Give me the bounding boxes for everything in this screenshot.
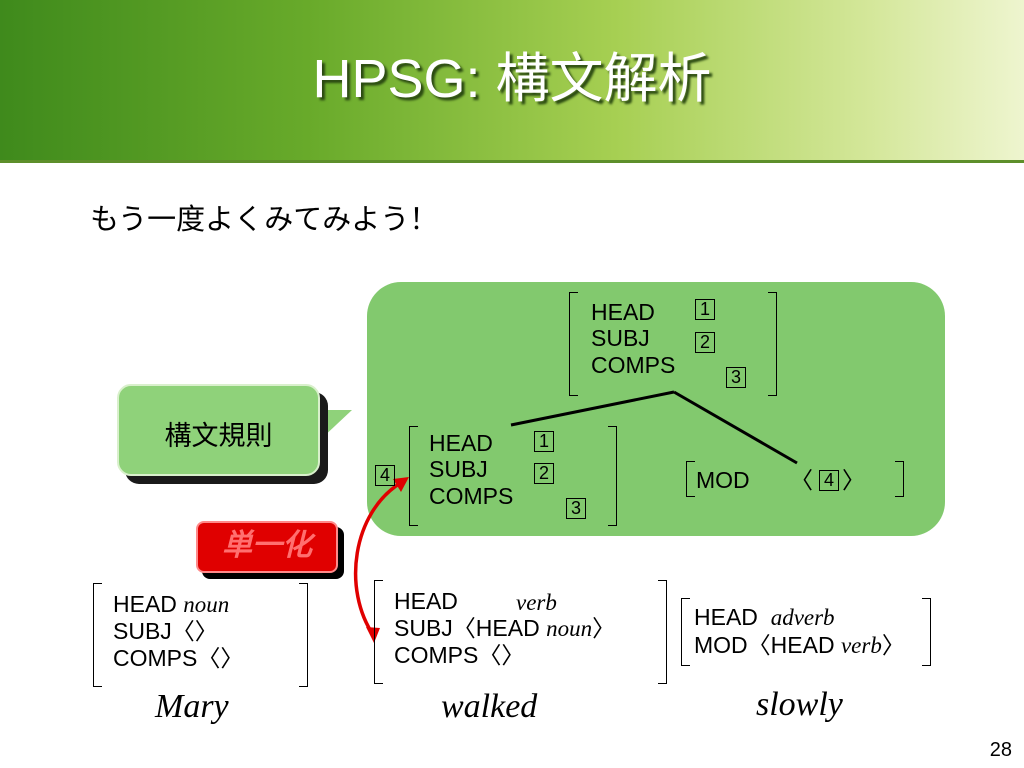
daughter-comps-tag: 3 (566, 498, 586, 519)
grammar-rule-callout: 構文規則 (117, 384, 320, 476)
parent-subj-label: SUBJ (591, 325, 650, 351)
left-bracket (569, 292, 578, 396)
tree-branch-left (510, 390, 675, 427)
lexicon-walked-avm: HEAD verb SUBJ〈HEAD noun〉 COMPS〈〉 (374, 580, 667, 684)
slowly-mod-label: MOD〈HEAD (694, 632, 835, 658)
arrowhead-bottom-icon (366, 627, 380, 643)
right-bracket (299, 583, 308, 687)
left-bracket (681, 598, 690, 666)
phrase-structure-box (367, 282, 945, 536)
daughter-head-tag: 1 (534, 431, 554, 452)
mary-comps-line: COMPS〈〉 (113, 645, 244, 671)
word-walked: walked (441, 688, 538, 725)
slide-title: HPSG: 構文解析 (312, 49, 712, 109)
daughter-head-label: HEAD (429, 430, 493, 456)
daughter-comps-label: COMPS (429, 483, 514, 509)
walked-subj-label: SUBJ〈HEAD (394, 615, 540, 641)
word-mary: Mary (155, 688, 229, 725)
walked-subj-value: noun (546, 616, 593, 641)
right-bracket (608, 426, 617, 526)
parent-comps-label: COMPS (591, 352, 676, 378)
unification-label: 単一化 (222, 528, 312, 563)
mod-close-angle: 〉 (842, 467, 865, 493)
title-banner: HPSG: 構文解析 (0, 0, 1024, 163)
mary-head-label: HEAD (113, 591, 177, 617)
left-bracket (374, 580, 383, 684)
right-bracket (658, 580, 667, 684)
slowly-head-label: HEAD (694, 604, 758, 630)
walked-head-label: HEAD (394, 588, 458, 614)
lexicon-slowly-avm: HEAD adverb MOD〈HEAD verb〉 (681, 598, 931, 666)
mod-open-angle: 〈 (790, 467, 813, 493)
slowly-mod-line: MOD〈HEAD verb〉 (694, 632, 905, 659)
mary-subj-line: SUBJ〈〉 (113, 618, 218, 644)
page-number: 28 (989, 739, 1012, 761)
walked-comps-line: COMPS〈〉 (394, 642, 525, 668)
left-bracket (686, 461, 695, 497)
lexicon-mary-avm: HEAD noun SUBJ〈〉 COMPS〈〉 (93, 583, 308, 687)
parent-head-tag: 1 (695, 299, 715, 320)
daughter-subj-tag: 2 (534, 463, 554, 484)
right-bracket (922, 598, 931, 666)
word-slowly: slowly (756, 686, 843, 723)
parent-comps-tag: 3 (726, 367, 746, 388)
slide-subtitle: もう一度よくみてみよう！ (90, 202, 439, 236)
right-bracket (895, 461, 904, 497)
slowly-head-value: adverb (770, 605, 835, 630)
walked-subj-line: SUBJ〈HEAD noun〉 (394, 615, 615, 642)
slowly-head-line: HEAD adverb (694, 604, 835, 631)
head-daughter-outer-tag: 4 (375, 465, 395, 486)
right-bracket (768, 292, 777, 396)
parent-subj-tag: 2 (695, 332, 715, 353)
left-bracket (409, 426, 418, 526)
daughter-subj-label: SUBJ (429, 456, 488, 482)
unification-label-box: 単一化 (196, 521, 338, 573)
arrowhead-top-icon (393, 477, 409, 492)
parent-avm: HEAD SUBJ COMPS 1 2 3 (569, 292, 777, 396)
left-bracket (93, 583, 102, 687)
mary-head-line: HEAD noun (113, 591, 229, 618)
head-daughter-avm: HEAD SUBJ COMPS 1 2 3 (409, 426, 617, 526)
slowly-mod-value: verb (840, 633, 882, 658)
mod-label: MOD (696, 467, 750, 493)
parent-head-label: HEAD (591, 299, 655, 325)
tree-branch-right (673, 390, 798, 465)
walked-head-value: verb (516, 590, 557, 615)
unification-arrow (353, 480, 403, 637)
mary-head-value: noun (183, 592, 230, 617)
mod-tag: 4 (819, 470, 839, 491)
slowly-mod-close: 〉 (881, 632, 905, 658)
walked-subj-close: 〉 (592, 615, 616, 641)
grammar-rule-label: 構文規則 (164, 421, 273, 452)
modifier-avm: MOD 〈 4 〉 (686, 461, 904, 497)
